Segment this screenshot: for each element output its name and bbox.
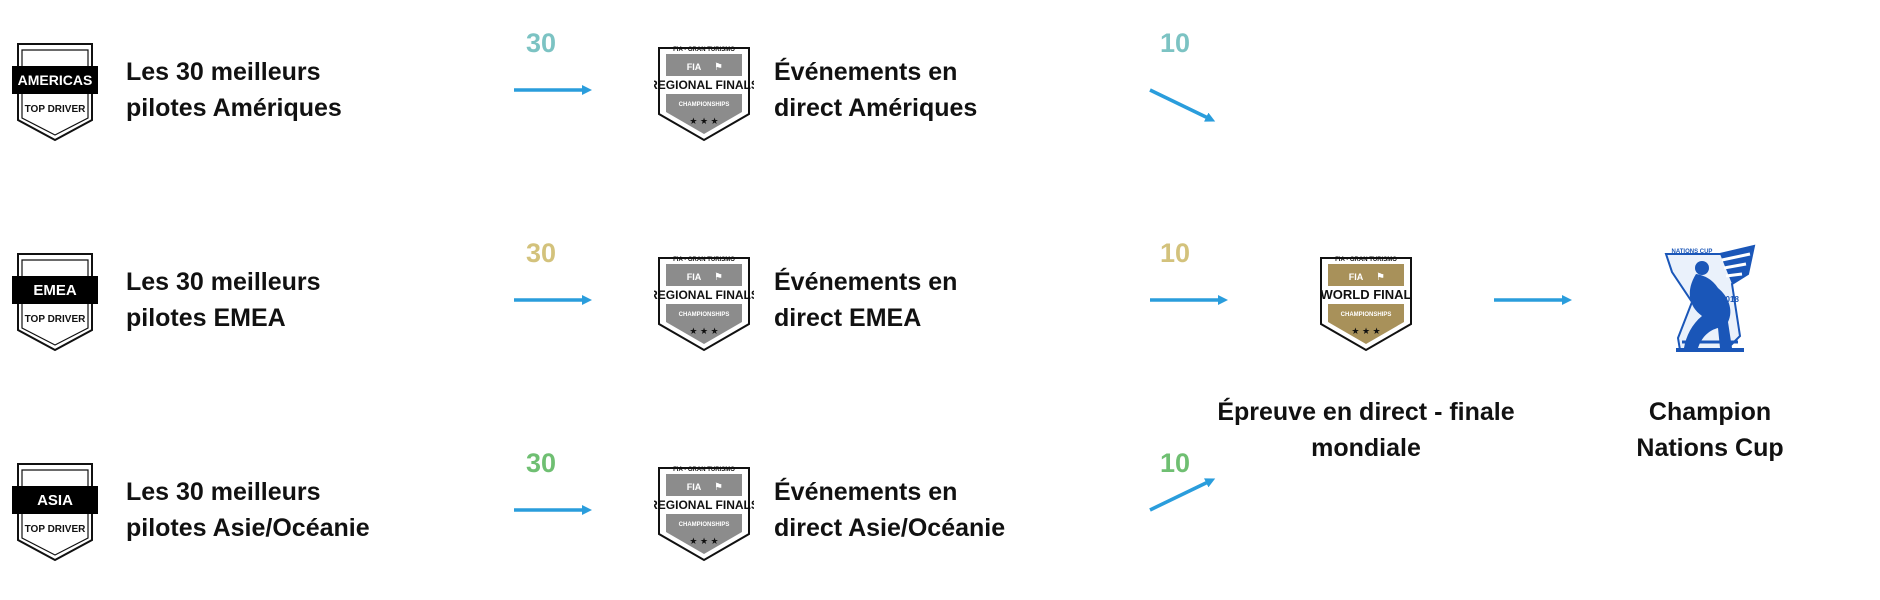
world-final-label: Épreuve en direct - finale mondiale [1217,398,1515,462]
americas-arrow-to-regional [514,85,592,95]
asia-qualifier-count: 30 [526,448,557,478]
americas-live-event-label: Événements en direct Amériques [774,58,978,122]
svg-text:WORLD FINAL: WORLD FINAL [1321,287,1412,302]
svg-text:FIA: FIA [687,62,702,72]
svg-text:TOP DRIVER: TOP DRIVER [25,104,87,115]
emea-arrow-to-regional [514,295,592,305]
svg-text:FIA - GRAN TURISMO: FIA - GRAN TURISMO [673,467,735,473]
svg-text:★ ★ ★: ★ ★ ★ [1351,326,1380,336]
svg-text:FIA - GRAN TURISMO: FIA - GRAN TURISMO [673,47,735,53]
svg-text:⚑: ⚑ [714,272,723,283]
americas-qualifier-count: 30 [526,28,557,58]
emea-top-driver-badge: EMEA TOP DRIVER [12,253,98,352]
svg-text:AMERICAS: AMERICAS [18,72,93,88]
emea-arrow-to-world-final [1150,295,1228,305]
americas-top-driver-badge: AMERICAS TOP DRIVER [12,43,98,142]
svg-text:2018: 2018 [1721,295,1739,304]
svg-text:⚑: ⚑ [714,62,723,73]
svg-text:FIA: FIA [687,272,702,282]
asia-arrow-to-regional [514,505,592,515]
svg-text:CHAMPIONSHIPS: CHAMPIONSHIPS [1341,312,1392,318]
asia-regional-finals-badge: FIA - GRAN TURISMO FIA ⚑ REGIONAL FINALS… [654,467,754,562]
svg-text:REGIONAL FINALS: REGIONAL FINALS [654,498,754,512]
svg-text:★ ★ ★: ★ ★ ★ [689,116,718,126]
svg-text:NATIONS CUP: NATIONS CUP [1672,249,1713,255]
asia-live-event-label: Événements en direct Asie/Océanie [774,478,1006,542]
asia-arrow-to-world-final [1149,478,1216,512]
emea-live-event-label: Événements en direct EMEA [774,268,958,332]
emea-qualifiers-label: Les 30 meilleurs pilotes EMEA [126,268,321,332]
svg-text:REGIONAL FINALS: REGIONAL FINALS [654,288,754,302]
arrow-to-nations-cup [1494,295,1572,305]
champion-nations-cup-label: Champion Nations Cup [1636,398,1784,462]
svg-text:FIA: FIA [687,482,702,492]
svg-text:CHAMPIONSHIPS: CHAMPIONSHIPS [679,522,730,528]
americas-qualifiers-label: Les 30 meilleurs pilotes Amériques [126,58,342,122]
svg-text:★ ★ ★: ★ ★ ★ [689,326,718,336]
asia-top-driver-badge: ASIA TOP DRIVER [12,463,98,562]
svg-text:TOP DRIVER: TOP DRIVER [25,314,87,325]
svg-text:★ ★ ★: ★ ★ ★ [689,536,718,546]
emea-regional-finals-badge: FIA - GRAN TURISMO FIA ⚑ REGIONAL FINALS… [654,257,754,352]
americas-arrow-to-world-final [1149,88,1216,122]
svg-text:CHAMPIONSHIPS: CHAMPIONSHIPS [679,312,730,318]
americas-regional-finals-badge: FIA - GRAN TURISMO FIA ⚑ REGIONAL FINALS… [654,47,754,142]
svg-text:EMEA: EMEA [33,282,77,299]
world-final-badge: FIA - GRAN TURISMO FIA ⚑ WORLD FINAL CHA… [1320,257,1412,352]
asia-qualifiers-label: Les 30 meilleurs pilotes Asie/Océanie [126,478,370,542]
svg-text:FIA - GRAN TURISMO: FIA - GRAN TURISMO [1335,257,1397,263]
svg-text:FIA - GRAN TURISMO: FIA - GRAN TURISMO [673,257,735,263]
americas-finalist-count: 10 [1160,28,1191,58]
svg-text:FIA: FIA [1349,272,1364,282]
svg-text:CHAMPIONSHIPS: CHAMPIONSHIPS [679,102,730,108]
svg-text:ASIA: ASIA [37,492,73,509]
asia-finalist-count: 10 [1160,448,1191,478]
nations-cup-logo: NATIONS CUP 2018 [1664,244,1756,352]
svg-text:⚑: ⚑ [1376,272,1385,283]
emea-finalist-count: 10 [1160,238,1191,268]
svg-text:REGIONAL FINALS: REGIONAL FINALS [654,78,754,92]
emea-qualifier-count: 30 [526,238,557,268]
svg-text:TOP DRIVER: TOP DRIVER [25,524,87,535]
svg-text:⚑: ⚑ [714,482,723,493]
